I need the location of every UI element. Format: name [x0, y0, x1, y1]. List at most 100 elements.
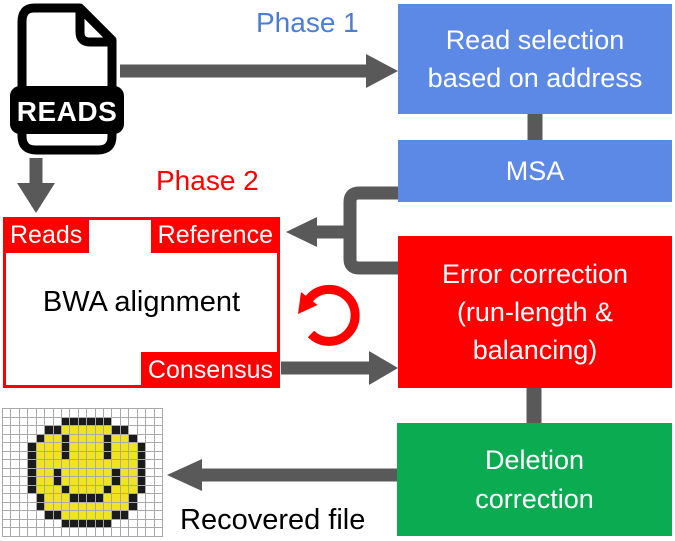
smiley-pixel: [28, 494, 37, 503]
smiley-pixel: [3, 477, 12, 486]
smiley-pixel: [36, 451, 46, 461]
smiley-pixel: [78, 468, 88, 478]
smiley-pixel: [78, 460, 88, 469]
smiley-pixel: [129, 417, 138, 427]
smiley-pixel: [61, 417, 71, 427]
smiley-pixel: [70, 477, 79, 486]
smiley-pixel: [78, 451, 88, 461]
smiley-pixel: [104, 451, 113, 461]
smiley-pixel: [3, 528, 12, 537]
smiley-pixel: [70, 417, 79, 427]
smiley-pixel: [129, 485, 138, 495]
smiley-pixel: [129, 511, 138, 520]
smiley-pixel: [3, 511, 12, 520]
smiley-pixel: [78, 485, 88, 495]
smiley-pixel: [70, 460, 79, 469]
smiley-pixel: [3, 451, 12, 461]
smiley-pixel: [87, 468, 96, 478]
smiley-pixel: [137, 434, 147, 444]
smiley-pixel: [53, 443, 62, 452]
smiley-pixel: [112, 426, 121, 435]
smiley-pixel: [45, 519, 54, 529]
smiley-pixel: [137, 460, 147, 469]
smiley-pixel: [87, 502, 96, 512]
smiley-pixel: [78, 494, 88, 503]
node-msa: MSA: [398, 140, 672, 202]
smiley-pixel: [154, 528, 163, 537]
smiley-pixel: [53, 409, 62, 418]
smiley-pixel: [78, 477, 88, 486]
smiley-pixel: [104, 426, 113, 435]
smiley-pixel: [129, 477, 138, 486]
smiley-pixel: [146, 417, 155, 427]
bwa-port-reads: Reads: [3, 217, 90, 253]
smiley-pixel: [78, 528, 88, 537]
smiley-pixel: [11, 409, 20, 418]
file-icon-band: [10, 86, 124, 134]
smiley-pixel: [112, 460, 121, 469]
smiley-pixel: [95, 502, 105, 512]
smiley-pixel: [19, 528, 29, 537]
smiley-pixel: [45, 502, 54, 512]
smiley-pixel: [78, 502, 88, 512]
smiley-pixel: [120, 426, 130, 435]
smiley-pixel: [120, 502, 130, 512]
smiley-pixel: [28, 468, 37, 478]
smiley-pixel: [3, 417, 12, 427]
smiley-pixel: [61, 519, 71, 529]
smiley-pixel: [87, 451, 96, 461]
smiley-pixel: [87, 477, 96, 486]
smiley-pixel: [3, 502, 12, 512]
smiley-pixel: [146, 502, 155, 512]
smiley-pixel: [45, 443, 54, 452]
smiley-pixel: [104, 519, 113, 529]
smiley-pixel: [36, 468, 46, 478]
smiley-pixel: [11, 502, 20, 512]
smiley-pixel: [19, 426, 29, 435]
smiley-pixel: [87, 443, 96, 452]
smiley-pixel: [146, 468, 155, 478]
smiley-pixel: [87, 426, 96, 435]
smiley-pixel: [3, 485, 12, 495]
loop-arrow-icon: [298, 284, 360, 346]
smiley-pixel: [129, 434, 138, 444]
smiley-pixel: [70, 434, 79, 444]
smiley-pixel: [95, 460, 105, 469]
smiley-pixel: [87, 434, 96, 444]
smiley-pixel: [129, 443, 138, 452]
smiley-pixel: [112, 451, 121, 461]
smiley-pixel: [112, 485, 121, 495]
smiley-pixel: [70, 468, 79, 478]
smiley-pixel: [11, 485, 20, 495]
smiley-pixel: [28, 528, 37, 537]
smiley-pixel: [146, 434, 155, 444]
smiley-pixel: [112, 477, 121, 486]
smiley-pixel: [19, 460, 29, 469]
smiley-pixel: [45, 468, 54, 478]
smiley-pixel: [87, 511, 96, 520]
smiley-pixel: [112, 511, 121, 520]
smiley-pixel: [3, 409, 12, 418]
smiley-pixel: [78, 426, 88, 435]
smiley-pixel: [11, 494, 20, 503]
smiley-pixel: [70, 519, 79, 529]
smiley-pixel: [129, 528, 138, 537]
smiley-pixel: [53, 528, 62, 537]
smiley-pixel: [146, 451, 155, 461]
node-error-correction: Error correction (run-length & balancing…: [398, 236, 672, 388]
smiley-pixel: [146, 409, 155, 418]
smiley-pixel: [61, 485, 71, 495]
smiley-pixel: [120, 460, 130, 469]
smiley-pixel: [112, 443, 121, 452]
smiley-pixel: [36, 460, 46, 469]
smiley-pixel: [154, 519, 163, 529]
smiley-pixel: [95, 494, 105, 503]
smiley-pixel: [53, 451, 62, 461]
smiley-pixel: [120, 451, 130, 461]
smiley-pixel: [78, 519, 88, 529]
smiley-pixel: [61, 451, 71, 461]
smiley-pixel: [129, 468, 138, 478]
smiley-pixel: [120, 468, 130, 478]
smiley-pixel: [11, 426, 20, 435]
